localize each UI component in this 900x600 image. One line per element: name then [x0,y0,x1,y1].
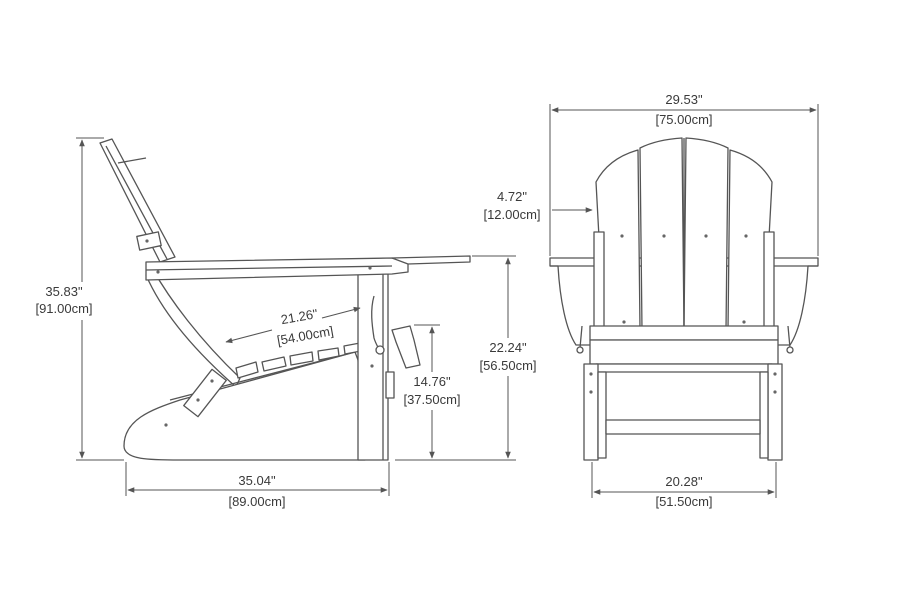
front-back-slats [595,137,773,331]
dim-arm-height: 22.24" [56.50cm] [440,255,548,461]
overall-depth-cm: [89.00cm] [228,494,285,509]
seat-height-inches: 14.76" [413,374,451,389]
overall-width-cm: [75.00cm] [655,112,712,127]
arm-height-inches: 22.24" [489,340,527,355]
arm-width-cm: [12.00cm] [483,207,540,222]
side-rear-frame [145,267,241,388]
side-back-bracket [136,231,162,251]
dim-overall-width: 29.53" [75.00cm] [549,92,819,256]
seat-depth-inches: 21.26" [280,306,320,327]
side-arm-brace [183,368,227,418]
front-left-arm-support [593,231,605,333]
overall-depth-inches: 35.04" [238,473,276,488]
arm-height-cm: [56.50cm] [479,358,536,373]
front-right-arm-support [763,231,775,333]
dim-seat-width: 20.28" [51.50cm] [591,462,777,509]
side-backrest [99,138,176,263]
dim-overall-depth: 35.04" [89.00cm] [125,462,390,509]
seat-depth-cm: [54.00cm] [276,323,335,348]
seat-width-inches: 20.28" [665,474,703,489]
arm-width-inches: 4.72" [497,189,527,204]
dim-arm-width: 4.72" [12.00cm] [483,189,593,222]
front-right-leg [767,363,783,461]
front-left-leg [583,363,599,461]
front-view: 29.53" [75.00cm] 4.72" [12.00cm] 20.28" … [483,92,819,509]
side-base-runner [123,351,366,461]
side-fold-bracket [391,325,421,369]
dim-overall-height: 35.83" [91.00cm] [24,137,124,461]
overall-height-cm: [91.00cm] [35,301,92,316]
dim-seat-height: 14.76" [37.50cm] [395,324,466,461]
overall-height-inches: 35.83" [45,284,83,299]
front-seat-rail [589,325,779,341]
side-seat-slats [235,342,362,379]
seat-height-cm: [37.50cm] [403,392,460,407]
dim-seat-depth: 21.26" [54.00cm] [225,306,361,348]
seat-width-cm: [51.50cm] [655,494,712,509]
side-view: 35.83" [91.00cm] 35.04" [89.00cm] 21.26"… [24,137,548,509]
overall-width-inches: 29.53" [665,92,703,107]
